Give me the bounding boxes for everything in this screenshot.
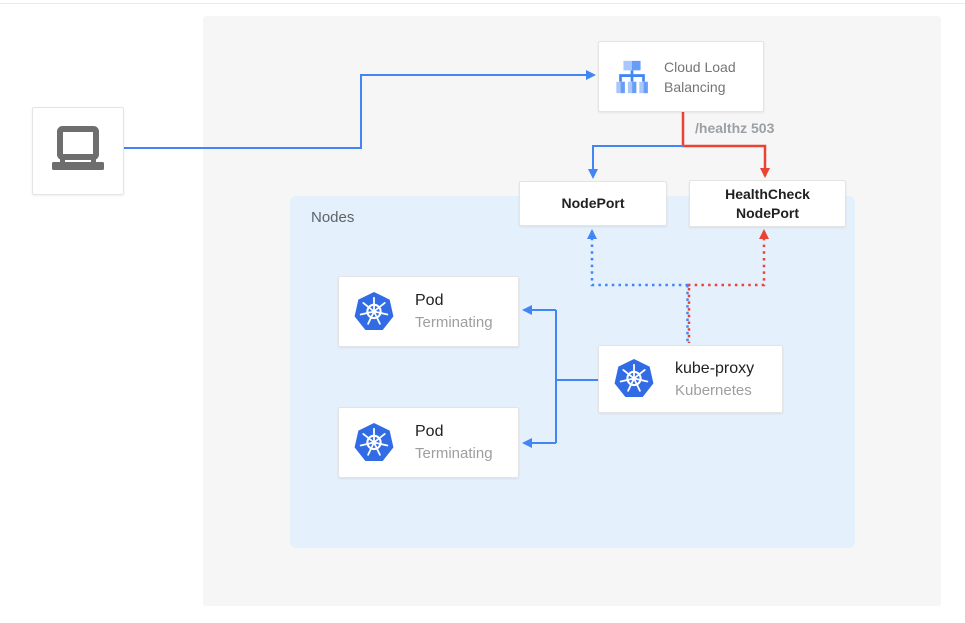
kube-proxy-node: kube-proxy Kubernetes	[598, 345, 783, 413]
nodes-group-label: Nodes	[311, 209, 355, 226]
nodeport-label: NodePort	[561, 195, 625, 211]
kube-proxy-subtitle: Kubernetes	[675, 381, 752, 399]
kube-proxy-title: kube-proxy	[675, 359, 755, 377]
cloud-load-balancing-node: Cloud Load Balancing	[598, 41, 764, 112]
pod-node-1: Pod Terminating	[338, 276, 519, 347]
load-balancer-icon	[613, 58, 651, 96]
client-node	[32, 107, 124, 195]
nodeport-node: NodePort	[519, 181, 667, 226]
kubernetes-icon	[353, 291, 395, 333]
kubernetes-icon	[613, 358, 655, 400]
pod-node-2: Pod Terminating	[338, 407, 519, 478]
pod-status: Terminating	[415, 445, 493, 462]
healthz-503-label: /healthz 503	[695, 120, 775, 136]
pod-title: Pod	[415, 292, 444, 309]
laptop-icon	[49, 126, 107, 176]
pod-title: Pod	[415, 423, 444, 440]
cloud-load-balancing-label: Cloud Load Balancing	[664, 58, 736, 95]
top-divider	[0, 3, 965, 4]
pod-status: Terminating	[415, 314, 493, 331]
kubernetes-icon	[353, 422, 395, 464]
healthcheck-nodeport-label: HealthCheck NodePort	[725, 185, 810, 221]
healthcheck-nodeport-node: HealthCheck NodePort	[689, 180, 846, 227]
